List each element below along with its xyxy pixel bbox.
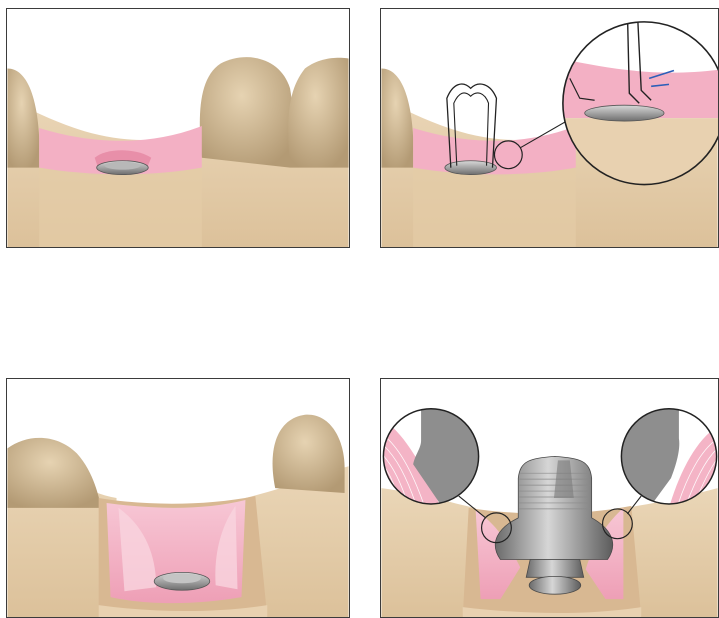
panel-1-illustration: [7, 9, 349, 247]
panel-4: [380, 378, 719, 618]
panel-4-illustration: [381, 379, 718, 617]
bone-front: [39, 168, 202, 247]
panel-3-illustration: [7, 379, 349, 617]
implant-platform: [529, 576, 581, 594]
panel-1: [6, 8, 350, 248]
right-tooth-1: [200, 57, 293, 167]
panel-2: [380, 8, 719, 248]
implant-inner: [105, 162, 141, 170]
panel-3: [6, 378, 350, 618]
implant-platform: [445, 161, 497, 175]
implant-inner: [163, 573, 201, 583]
abutment-collar: [526, 559, 584, 577]
jaw-bone-left: [381, 488, 475, 617]
panel-2-illustration: [381, 9, 718, 247]
bone-front: [413, 168, 576, 247]
